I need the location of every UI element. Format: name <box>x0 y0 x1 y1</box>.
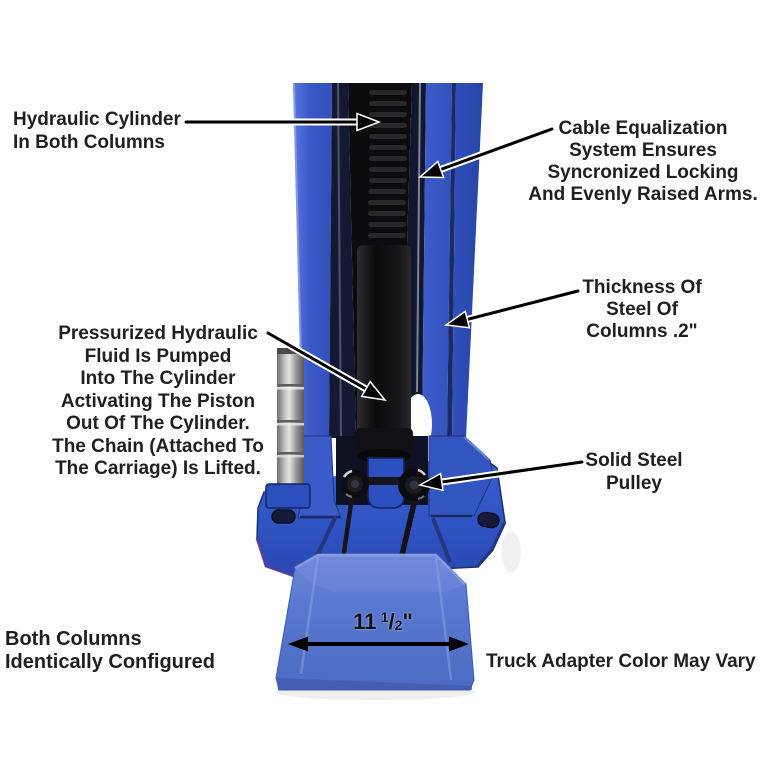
dimension-slash: / <box>388 609 395 634</box>
label-line: Cable Equalization <box>558 118 728 139</box>
dimension-arrow <box>288 636 469 652</box>
bolt-slot-right <box>477 511 500 529</box>
cable-equalization-label: Cable Equalization System Ensures Syncro… <box>515 118 770 206</box>
annotation-arrows <box>182 112 586 652</box>
adapter-top-facet <box>295 555 466 592</box>
pulley-left <box>341 469 369 498</box>
pulley-assembly <box>341 457 430 509</box>
label-line: Steel Of <box>606 299 678 320</box>
dimension-denominator: 2 <box>394 617 403 633</box>
thickness-label: Thickness Of Steel Of Columns .2" <box>560 277 724 343</box>
bolt-slot-left <box>271 509 296 524</box>
column-channel-left <box>329 83 356 438</box>
hydraulic-cylinder <box>357 245 411 458</box>
column-right-face-1 <box>422 83 452 438</box>
label-line: Syncronized Locking <box>547 162 739 183</box>
label-line: And Evenly Raised Arms. <box>528 184 758 205</box>
pulley-right <box>398 468 430 501</box>
dimension-unit: " <box>402 609 413 634</box>
label-line: Solid Steel <box>585 450 683 471</box>
label-line: System Ensures <box>569 140 717 161</box>
label-line: Fluid Is Pumped <box>84 345 232 367</box>
pressurized-fluid-label: Pressurized Hydraulic Fluid Is Pumped In… <box>36 323 280 481</box>
solid-steel-pulley-label: Solid Steel Pulley <box>554 449 714 495</box>
pulley-arrow <box>417 458 586 492</box>
thickness-arrow <box>443 287 582 329</box>
hydraulic-cylinder-arrow <box>182 112 382 132</box>
equalization-cable <box>416 82 421 393</box>
label-line: Activating The Piston <box>60 390 256 412</box>
chain-links <box>368 90 407 238</box>
cable-equalization-arrow <box>418 125 556 179</box>
label-line: Out Of The Cylinder. <box>66 413 250 434</box>
truck-adapter-label: Truck Adapter Color May Vary <box>486 651 770 674</box>
plate-edge-purple <box>255 537 295 578</box>
label-line: Both Columns <box>5 628 142 650</box>
left-cable <box>337 82 342 439</box>
label-line: The Carriage) Is Lifted. <box>55 458 261 479</box>
label-line: Pressurized Hydraulic <box>58 323 258 344</box>
label-line: Pulley <box>606 473 662 494</box>
label-line: Hydraulic Cylinder <box>13 109 181 130</box>
label-line: Truck Adapter Color May Vary <box>486 651 756 672</box>
rod-rings <box>277 384 304 458</box>
plate-shadow <box>501 532 521 572</box>
hydraulic-cylinder-label: Hydraulic Cylinder In Both Columns <box>13 109 233 154</box>
both-columns-label: Both Columns Identically Configured <box>5 628 285 674</box>
label-line: Into The Cylinder <box>80 368 236 389</box>
column-right-face-2 <box>452 83 483 438</box>
pressurized-arrow <box>264 329 387 402</box>
label-line: Thickness Of <box>582 277 702 298</box>
dimension-label: 11 1/2" <box>323 609 443 636</box>
dimension-numerator: 1 <box>380 609 389 625</box>
truck-adapter <box>275 553 475 691</box>
label-line: Columns .2" <box>586 321 698 342</box>
rod-clamp <box>265 483 311 509</box>
dimension-whole: 11 <box>353 609 377 634</box>
column-face-divider <box>447 83 456 438</box>
label-line: The Chain (Attached To <box>52 435 264 457</box>
label-line: In Both Columns <box>13 131 165 153</box>
label-line: Identically Configured <box>5 651 216 673</box>
chrome-rod <box>265 348 311 509</box>
